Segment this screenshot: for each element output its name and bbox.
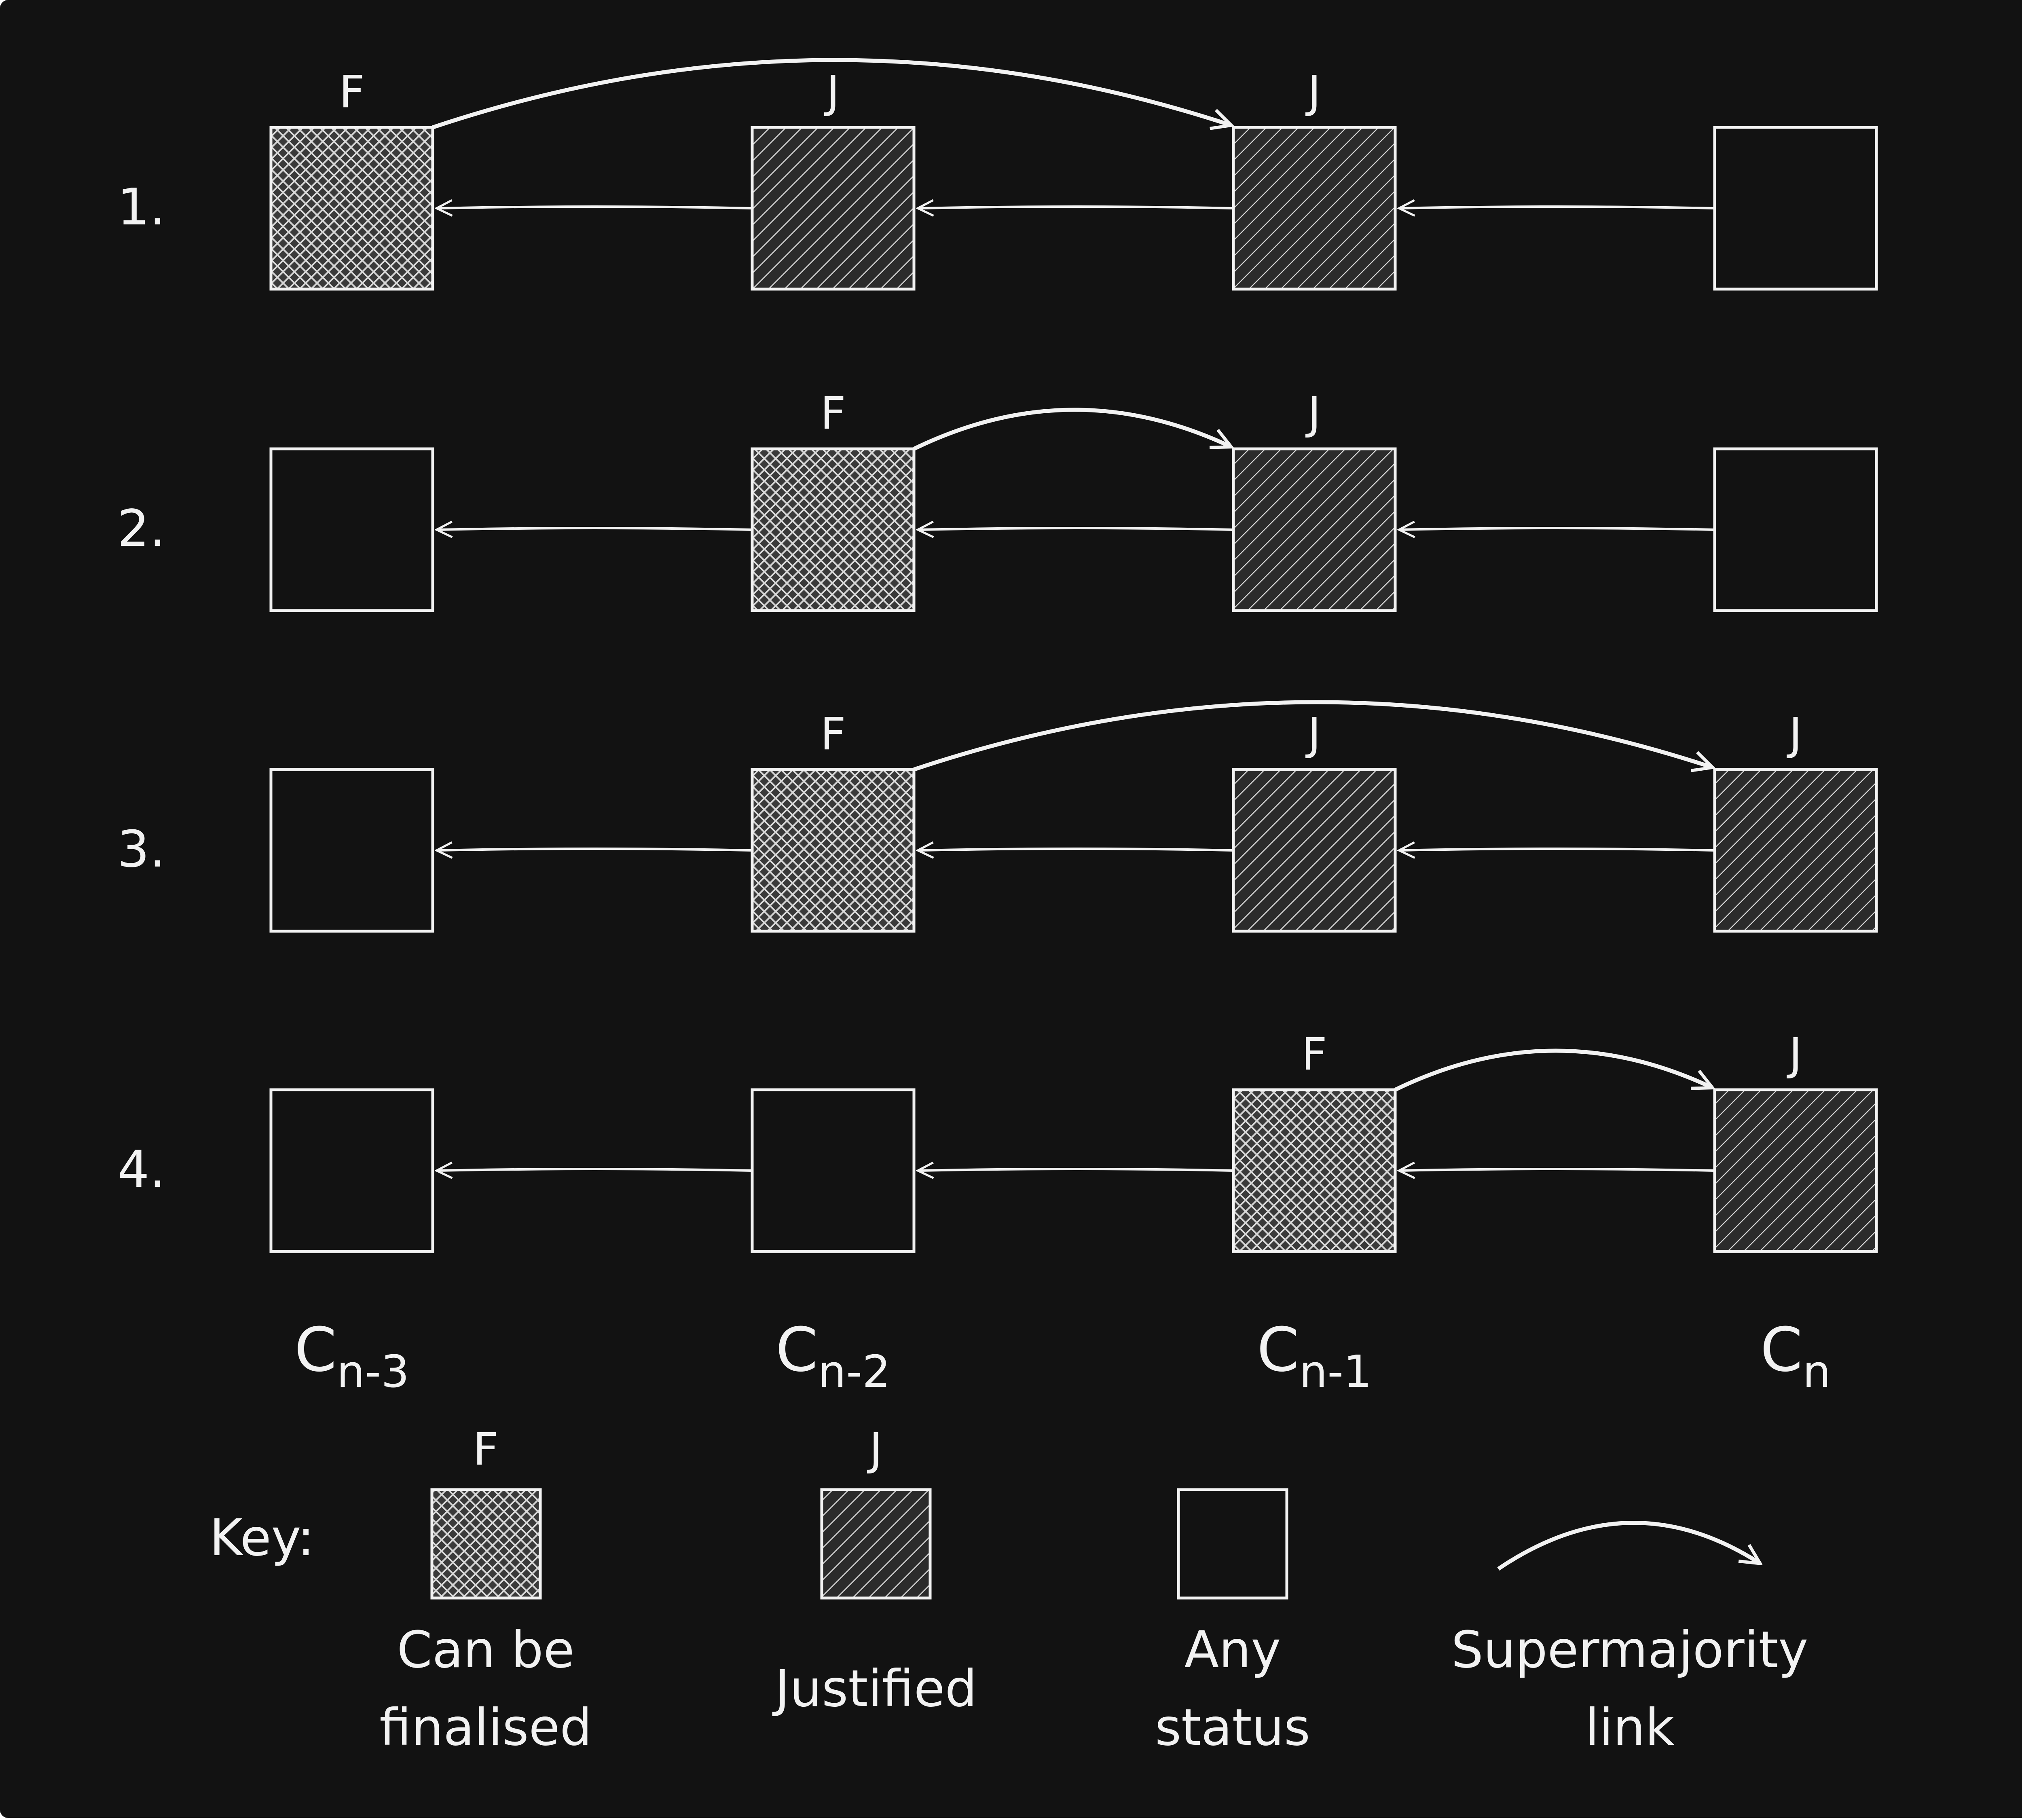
legend-any-status-label-line2: status [1155, 1698, 1310, 1757]
row-number-label: 4. [117, 1140, 165, 1199]
checkpoint-column-label: Cn [1760, 1315, 1831, 1397]
legend-item-justified: J Justified [772, 1423, 977, 1718]
checkpoint-box-any [1713, 126, 1878, 291]
row-2: 2. F J [117, 387, 1878, 612]
checkpoint-tag: J [1305, 387, 1321, 439]
checkpoint-tag: J [1305, 66, 1321, 118]
row-1: 1. F J J [117, 58, 1878, 291]
checkpoint-box-justified [1713, 768, 1878, 933]
legend-supermajority-label-line2: link [1585, 1698, 1675, 1757]
row-number-label: 1. [117, 178, 165, 237]
legend-item-supermajority-link: Supermajority link [1451, 1521, 1808, 1757]
parent-link-arrow [919, 1169, 1234, 1171]
checkpoint-column-label: Cn-1 [1257, 1315, 1372, 1397]
parent-link-arrow [438, 528, 753, 530]
column-label-base: C [294, 1315, 337, 1385]
checkpoint-box-finalised [751, 768, 916, 933]
parent-link-arrow [438, 1169, 753, 1171]
legend-justified-swatch [820, 1488, 932, 1600]
checkpoint-tag: F [1301, 1028, 1327, 1080]
legend-supermajority-link-arrow [1497, 1521, 1759, 1571]
checkpoint-box-finalised [1232, 1088, 1397, 1253]
supermajority-link-arrow [913, 408, 1230, 451]
checkpoint-box-any [1713, 447, 1878, 612]
checkpoint-tag: F [820, 387, 846, 439]
column-label-subscript: n-1 [1299, 1346, 1372, 1397]
column-label-base: C [776, 1315, 818, 1385]
legend-justified-tag: J [867, 1423, 882, 1475]
column-label-base: C [1257, 1315, 1299, 1385]
checkpoint-tag: J [1305, 708, 1321, 760]
parent-link-arrow [1400, 528, 1715, 530]
checkpoint-box-justified [751, 126, 916, 291]
supermajority-link-arrow [1394, 1048, 1711, 1092]
legend-supermajority-label-line1: Supermajority [1451, 1621, 1808, 1679]
checkpoint-box-any [269, 768, 434, 933]
checkpoint-box-justified [1232, 126, 1397, 291]
checkpoint-rows: 1. F J J 2. F J 3. F J J 4. F J [117, 58, 1878, 1253]
legend-any-status-label-line1: Any [1184, 1621, 1281, 1679]
row-4: 4. F J [117, 1028, 1878, 1253]
checkpoint-box-any [269, 1088, 434, 1253]
checkpoint-tag: F [339, 66, 364, 118]
checkpoint-tag: J [824, 66, 840, 118]
legend-any-status-swatch [1177, 1488, 1288, 1600]
column-label-subscript: n-2 [818, 1346, 890, 1397]
checkpoint-tag: J [1787, 708, 1802, 760]
checkpoint-box-justified [1232, 768, 1397, 933]
row-number-label: 3. [117, 820, 165, 879]
checkpoint-box-justified [1713, 1088, 1878, 1253]
parent-link-arrow [438, 849, 753, 850]
checkpoint-tag: J [1787, 1028, 1802, 1080]
legend-item-finalised: F Can be finalised [379, 1423, 592, 1757]
supermajority-link-arrow [913, 700, 1711, 769]
row-number-label: 2. [117, 499, 165, 558]
checkpoint-tag: F [820, 708, 846, 760]
checkpoint-box-any [751, 1088, 916, 1253]
parent-link-arrow [919, 207, 1234, 208]
legend-item-any-status: Any status [1155, 1488, 1310, 1757]
parent-link-arrow [1400, 849, 1715, 850]
legend-finalised-label-line1: Can be [397, 1621, 574, 1679]
legend-title: Key: [209, 1509, 315, 1567]
parent-link-arrow [1400, 1169, 1715, 1171]
column-label-base: C [1760, 1315, 1803, 1385]
legend-finalised-tag: F [473, 1423, 498, 1475]
checkpoint-box-finalised [751, 447, 916, 612]
checkpoint-column-label: Cn-3 [294, 1315, 409, 1397]
parent-link-arrow [1400, 207, 1715, 208]
row-3: 3. F J J [117, 700, 1878, 933]
column-label-subscript: n [1803, 1346, 1831, 1397]
legend-justified-label: Justified [772, 1659, 977, 1718]
checkpoint-box-justified [1232, 447, 1397, 612]
checkpoint-box-any [269, 447, 434, 612]
column-label-subscript: n-3 [337, 1346, 409, 1397]
parent-link-arrow [919, 849, 1234, 850]
checkpoint-box-finalised [269, 126, 434, 291]
legend-finalised-label-line2: finalised [379, 1698, 592, 1757]
parent-link-arrow [919, 528, 1234, 530]
supermajority-link-arrow [432, 58, 1230, 127]
legend: Key: F Can be finalised J Justified Any … [209, 1423, 1808, 1757]
legend-finalised-swatch [430, 1488, 542, 1600]
parent-link-arrow [438, 207, 753, 208]
checkpoint-column-label: Cn-2 [776, 1315, 890, 1397]
